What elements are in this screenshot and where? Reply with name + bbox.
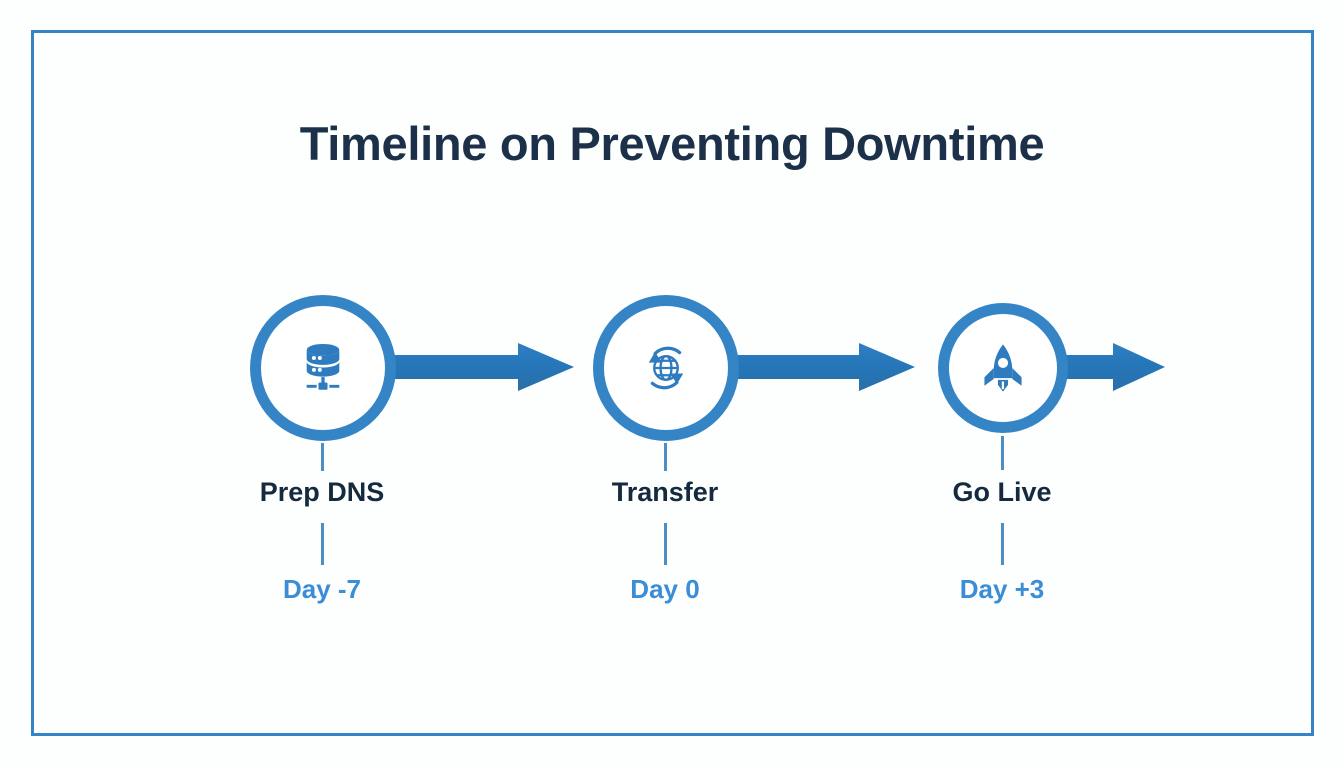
step-label-go-live: Go Live [952, 477, 1052, 507]
arrow-transfer-to-golive [723, 343, 915, 391]
connector-line-prep-dns-bottom [321, 523, 324, 565]
connector-line-transfer-bottom [664, 523, 667, 565]
arrow-golive-onward [1055, 343, 1165, 391]
day-label-prep-dns: Day -7 [282, 574, 362, 604]
day-label-go-live: Day +3 [959, 574, 1045, 604]
connector-line-transfer-top [664, 443, 667, 471]
step-label-prep-dns: Prep DNS [259, 477, 385, 507]
database-network-icon [288, 333, 358, 403]
rocket-icon [970, 335, 1036, 401]
connector-line-prep-dns-top [321, 443, 324, 471]
step-label-transfer: Transfer [611, 477, 719, 507]
connector-line-go-live-bottom [1001, 523, 1004, 565]
day-label-transfer: Day 0 [630, 574, 700, 604]
globe-sync-arrows-icon [631, 333, 701, 403]
page-title: Timeline on Preventing Downtime [299, 117, 1045, 170]
arrow-prep-to-transfer [382, 343, 574, 391]
connector-line-go-live-top [1001, 436, 1004, 470]
